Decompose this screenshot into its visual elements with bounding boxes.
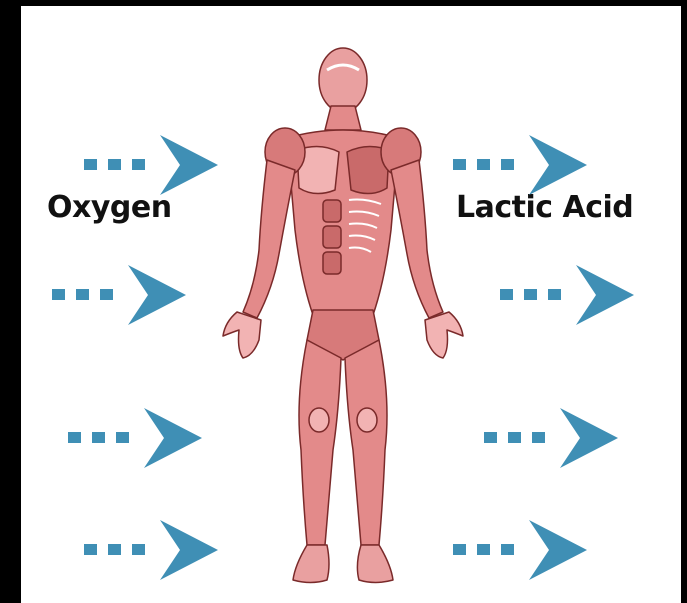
lactic-acid-arrow-icon-1 bbox=[451, 133, 591, 197]
oxygen-arrow-icon-2 bbox=[50, 263, 190, 327]
lactic-acid-arrow-icon-3 bbox=[482, 406, 622, 470]
oxygen-arrow-icon-1 bbox=[82, 133, 222, 197]
lactic-acid-arrow-icon-4 bbox=[451, 518, 591, 582]
lactic-acid-arrow-icon-2 bbox=[498, 263, 638, 327]
oxygen-arrow-icon-4 bbox=[82, 518, 222, 582]
human-muscle-figure-icon bbox=[215, 40, 470, 595]
oxygen-arrow-icon-3 bbox=[66, 406, 206, 470]
